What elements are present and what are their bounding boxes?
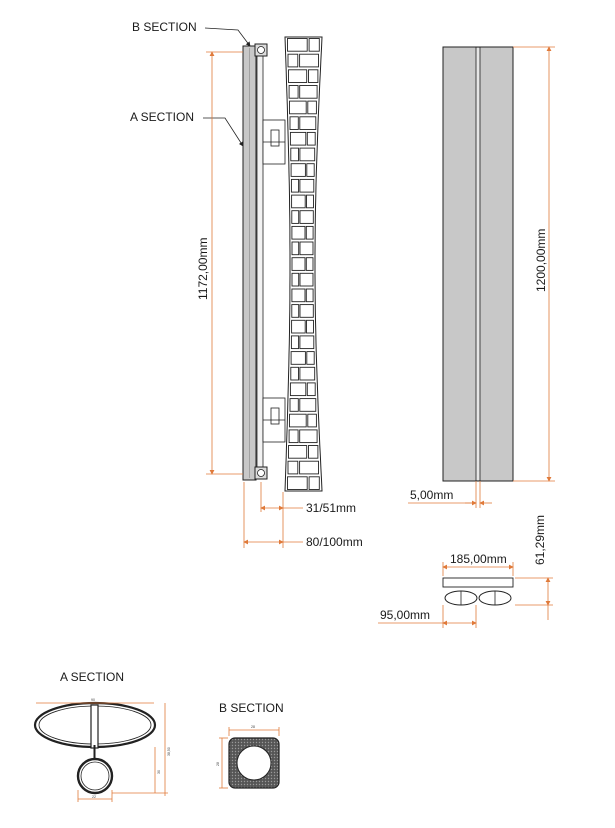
brick (288, 69, 308, 83)
a-section-pipe (76, 757, 114, 795)
brick (299, 85, 318, 99)
brick (306, 382, 316, 397)
brick (306, 351, 315, 365)
brick (299, 304, 314, 318)
a-section-title: A SECTION (60, 670, 124, 684)
b-section-leader (204, 27, 251, 47)
brick (287, 476, 308, 490)
brick (307, 413, 317, 428)
brick (291, 210, 300, 224)
brick (299, 210, 314, 224)
top-view: 185,00mm 61,29mm 95,00mm (378, 515, 553, 628)
brick-wall (284, 36, 323, 492)
a-section-leader (203, 117, 244, 147)
brick (289, 413, 307, 428)
brick (299, 241, 314, 256)
brick (290, 335, 300, 350)
front-view: 1200,00mm 5,00mm (408, 46, 555, 508)
brick (287, 53, 299, 68)
front-height-dim: 1200,00mm (534, 229, 548, 292)
brick (288, 429, 299, 444)
brick (289, 100, 307, 115)
brick (290, 178, 300, 193)
brick (299, 398, 317, 412)
depth-dim: 80/100mm (306, 535, 363, 549)
wall-bracket-bottom (262, 397, 286, 443)
a-section-web (90, 704, 99, 749)
brick (291, 288, 306, 303)
brick (306, 194, 314, 209)
brick (287, 460, 299, 475)
brick (299, 272, 314, 287)
a-pipe-dim: 22 (92, 795, 96, 799)
pipe-spacing-dim: 95,00mm (380, 608, 430, 622)
b-width-dim: 28 (251, 725, 255, 729)
brick (299, 429, 318, 444)
brick (291, 241, 300, 256)
brick (289, 116, 299, 130)
brick (305, 288, 314, 303)
gap-dim: 5,00mm (410, 488, 453, 502)
brick (308, 69, 319, 83)
brick (288, 85, 299, 99)
brick (308, 476, 320, 490)
brick (291, 272, 300, 287)
brick (289, 131, 307, 146)
brick (306, 163, 315, 177)
brick (305, 225, 314, 240)
brick (291, 257, 306, 271)
b-section-detail: B SECTION 28 28 (216, 701, 284, 789)
brick (290, 366, 299, 381)
brick (299, 116, 317, 130)
brick (299, 460, 319, 475)
brick (289, 398, 299, 412)
brick (290, 163, 306, 177)
brick (291, 194, 306, 209)
brick (290, 147, 299, 162)
return-pipe (256, 51, 264, 473)
a-width-dim: 90 (91, 698, 95, 702)
b-section-title: B SECTION (219, 701, 284, 715)
b-section-callout: B SECTION (132, 20, 197, 34)
brick (299, 53, 319, 68)
b-section-bore (236, 745, 272, 781)
brick (306, 131, 316, 146)
brick (308, 445, 319, 459)
a-height-right-dim: 38,50 (167, 747, 171, 756)
b-height-dim: 28 (216, 762, 220, 766)
brick (305, 257, 314, 271)
a-section-callout: A SECTION (130, 110, 194, 124)
brick (288, 445, 308, 459)
a-height-inner-dim: 30 (157, 770, 161, 774)
side-height-dim: 1172,00mm (196, 238, 210, 300)
brick (291, 319, 306, 334)
wall-offset-dim: 31/51mm (306, 501, 356, 515)
top-panel (442, 577, 514, 588)
brick (289, 382, 307, 397)
brick (299, 147, 316, 162)
side-view: B SECTION A SECTION 1172,00mm (130, 20, 363, 549)
brick (291, 304, 300, 318)
brick (306, 319, 314, 334)
brick (299, 366, 316, 381)
brick (299, 178, 315, 193)
brick (299, 335, 315, 350)
brick (307, 100, 317, 115)
brick (290, 351, 306, 365)
wall-bracket-top (262, 119, 286, 165)
brick (287, 38, 308, 52)
brick (291, 225, 306, 240)
top-width-dim: 185,00mm (450, 552, 507, 566)
a-section-detail: A SECTION 90 38,50 30 22 (33, 670, 171, 802)
brick (308, 38, 320, 52)
top-height-dim: 61,29mm (533, 515, 547, 565)
